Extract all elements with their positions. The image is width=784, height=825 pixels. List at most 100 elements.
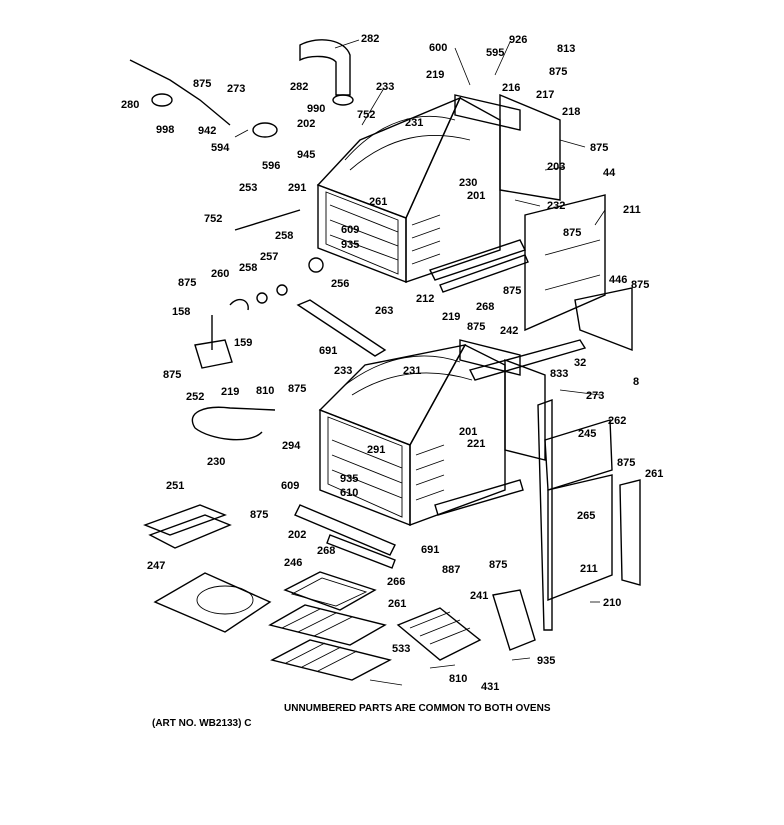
callout-label: 533 bbox=[392, 643, 410, 655]
callout-label: 219 bbox=[426, 69, 444, 81]
callout-label: 201 bbox=[467, 190, 485, 202]
callout-label: 926 bbox=[509, 34, 527, 46]
upper-bracket-446 bbox=[574, 287, 633, 352]
callout-label: 887 bbox=[442, 564, 460, 576]
callout-label: 691 bbox=[421, 544, 439, 556]
callout-label: 210 bbox=[603, 597, 621, 609]
callout-label: 231 bbox=[405, 117, 423, 129]
callout-label: 232 bbox=[547, 200, 565, 212]
upper-back-panel-211 bbox=[524, 194, 606, 332]
divider-rail-242 bbox=[468, 339, 587, 381]
callout-label: 291 bbox=[288, 182, 306, 194]
callout-label: 230 bbox=[459, 177, 477, 189]
callout-label: 261 bbox=[388, 598, 406, 610]
callout-label: 990 bbox=[307, 103, 325, 115]
callout-label: 216 bbox=[502, 82, 520, 94]
upper-vent-duct-282 bbox=[299, 39, 354, 106]
callout-label: 282 bbox=[361, 33, 379, 45]
door-gasket-261-lower bbox=[492, 589, 536, 651]
callout-label: 875 bbox=[467, 321, 485, 333]
callout-label: 251 bbox=[166, 480, 184, 492]
callout-label: 875 bbox=[178, 277, 196, 289]
lower-side-panel bbox=[459, 339, 546, 461]
switch-bracket-159 bbox=[194, 315, 233, 369]
callout-label: 252 bbox=[186, 391, 204, 403]
upper-side-panel bbox=[454, 93, 561, 201]
callout-label: 431 bbox=[481, 681, 499, 693]
callout-label: 202 bbox=[288, 529, 306, 541]
callout-label: 813 bbox=[557, 43, 575, 55]
callout-label: 211 bbox=[623, 204, 641, 216]
callout-label: 935 bbox=[340, 473, 358, 485]
callout-label: 263 bbox=[375, 305, 393, 317]
callout-label: 231 bbox=[403, 365, 421, 377]
callout-label: 594 bbox=[211, 142, 230, 154]
callout-label: 875 bbox=[631, 279, 649, 291]
callout-label: 600 bbox=[429, 42, 447, 54]
callout-label: 212 bbox=[416, 293, 434, 305]
upper-oven-cavity bbox=[316, 96, 501, 284]
callout-label: 752 bbox=[357, 109, 375, 121]
callout-label: 291 bbox=[367, 444, 385, 456]
upper-kick-panel-263 bbox=[296, 299, 387, 357]
callout-label: 158 bbox=[172, 306, 190, 318]
art-number: (ART NO. WB2133) C bbox=[152, 718, 252, 729]
upper-trim-strips bbox=[429, 239, 529, 293]
side-bracket-245 bbox=[619, 479, 641, 586]
callout-label: 265 bbox=[577, 510, 595, 522]
callout-label: 159 bbox=[234, 337, 252, 349]
latch-rod-253 bbox=[234, 209, 301, 231]
callout-label: 875 bbox=[590, 142, 608, 154]
side-trim-262 bbox=[537, 399, 553, 631]
callout-labels: 282 282 233 600 926 595 813 219 875 216 … bbox=[121, 33, 663, 693]
callout-label: 810 bbox=[449, 673, 467, 685]
oven-liner-210 bbox=[153, 572, 272, 633]
callout-label: 247 bbox=[147, 560, 165, 572]
callout-label: 596 bbox=[262, 160, 280, 172]
callout-label: 609 bbox=[281, 480, 299, 492]
callout-label: 44 bbox=[603, 167, 616, 179]
callout-label: 446 bbox=[609, 274, 627, 286]
callout-label: 942 bbox=[198, 125, 216, 137]
probe-cord-280 bbox=[129, 59, 278, 138]
callout-label: 875 bbox=[503, 285, 521, 297]
common-parts-note: UNNUMBERED PARTS ARE COMMON TO BOTH OVEN… bbox=[284, 703, 551, 714]
callout-label: 219 bbox=[221, 386, 239, 398]
callout-label: 280 bbox=[121, 99, 139, 111]
hinge-parts-upper bbox=[229, 257, 324, 311]
callout-label: 875 bbox=[193, 78, 211, 90]
oven-rack-241 bbox=[268, 604, 387, 646]
callout-label: 273 bbox=[586, 390, 604, 402]
callout-label: 230 bbox=[207, 456, 225, 468]
callout-label: 8 bbox=[633, 376, 639, 388]
callout-label: 32 bbox=[574, 357, 586, 369]
leader-lines bbox=[234, 39, 606, 686]
callout-label: 875 bbox=[563, 227, 581, 239]
callout-label: 273 bbox=[227, 83, 245, 95]
lower-back-panel-211 bbox=[544, 419, 613, 602]
callout-label: 752 bbox=[204, 213, 222, 225]
callout-label: 242 bbox=[500, 325, 518, 337]
callout-label: 268 bbox=[476, 301, 494, 313]
callout-label: 875 bbox=[163, 369, 181, 381]
callout-label: 875 bbox=[617, 457, 635, 469]
callout-label: 875 bbox=[288, 383, 306, 395]
callout-label: 241 bbox=[470, 590, 488, 602]
callout-label: 261 bbox=[645, 468, 663, 480]
callout-label: 935 bbox=[537, 655, 555, 667]
oven-rack-431 bbox=[270, 639, 392, 681]
callout-label: 217 bbox=[536, 89, 554, 101]
callout-label: 257 bbox=[260, 251, 278, 263]
callout-label: 245 bbox=[578, 428, 596, 440]
broil-element-252 bbox=[191, 406, 276, 441]
callout-label: 833 bbox=[550, 368, 568, 380]
callout-label: 203 bbox=[547, 161, 565, 173]
callout-label: 875 bbox=[549, 66, 567, 78]
callout-label: 262 bbox=[608, 415, 626, 427]
callout-label: 253 bbox=[239, 182, 257, 194]
callout-label: 218 bbox=[562, 106, 580, 118]
callout-label: 261 bbox=[369, 196, 387, 208]
callout-label: 875 bbox=[489, 559, 507, 571]
callout-label: 233 bbox=[376, 81, 394, 93]
bake-element-251 bbox=[143, 504, 232, 549]
